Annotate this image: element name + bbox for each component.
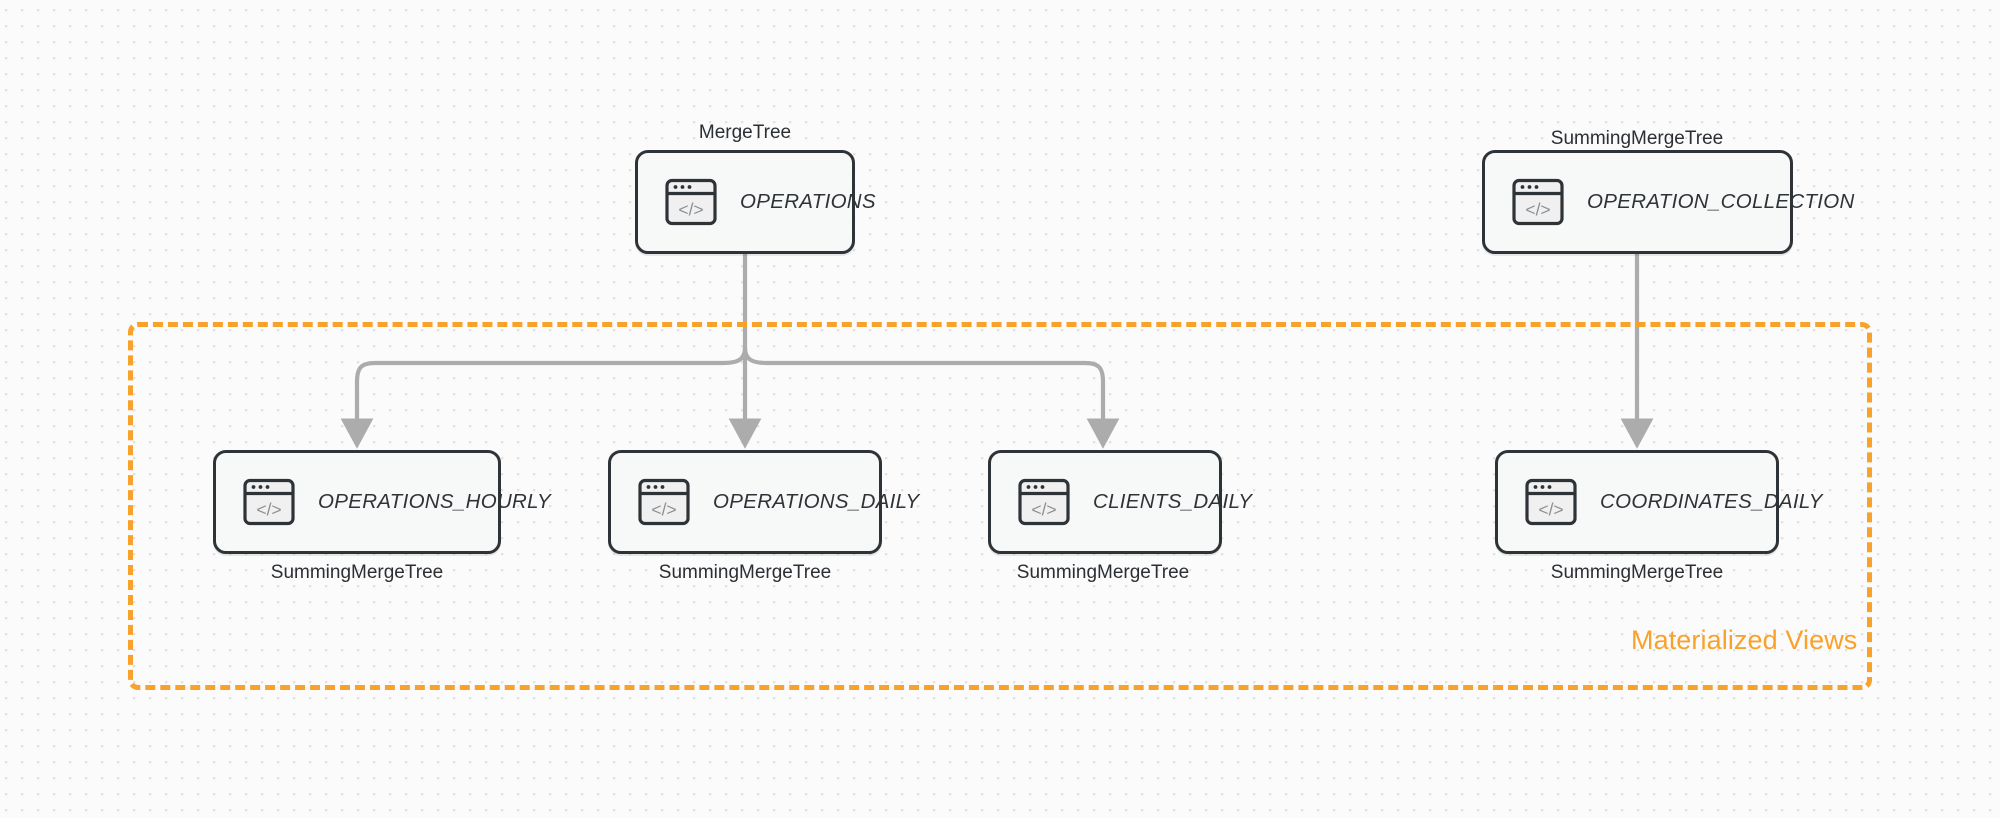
engine-caption-operations-daily: SummingMergeTree [658,562,832,583]
code-window-icon: </> [1018,478,1070,526]
code-window-icon: </> [243,478,295,526]
node-clients-daily[interactable]: </> CLIENTS_DAILY [988,450,1252,554]
node-operations[interactable]: </> OPERATIONS [635,150,876,254]
code-window-icon: </> [1525,478,1577,526]
node-operation-collection-card[interactable]: </> OPERATION_COLLECTION [1482,150,1854,254]
svg-text:</>: </> [256,500,281,520]
node-operations-daily[interactable]: </> OPERATIONS_DAILY [608,450,919,554]
node-operations-label: OPERATIONS [740,190,876,213]
code-window-icon: </> [1512,178,1564,226]
node-clients-daily-card[interactable]: </> CLIENTS_DAILY [988,450,1252,554]
engine-caption-operations: MergeTree [698,122,792,143]
materialized-views-group-label: Materialized Views [1631,625,1858,655]
svg-text:</>: </> [1525,200,1550,220]
node-coordinates-daily-card[interactable]: </> COORDINATES_DAILY [1495,450,1822,554]
engine-caption-clients-daily: SummingMergeTree [1016,562,1190,583]
engine-caption-operations-hourly: SummingMergeTree [270,562,444,583]
node-operations-hourly[interactable]: </> OPERATIONS_HOURLY [213,450,551,554]
svg-text:</>: </> [678,200,703,220]
materialized-views-group [128,322,1872,690]
node-operations-card[interactable]: </> OPERATIONS [635,150,876,254]
node-operations-daily-card[interactable]: </> OPERATIONS_DAILY [608,450,919,554]
node-operation-collection-label: OPERATION_COLLECTION [1587,190,1855,213]
code-window-icon: </> [665,178,717,226]
svg-text:</>: </> [1538,500,1563,520]
node-operations-hourly-card[interactable]: </> OPERATIONS_HOURLY [213,450,551,554]
code-window-icon: </> [638,478,690,526]
node-operations-hourly-label: OPERATIONS_HOURLY [318,490,551,513]
svg-text:</>: </> [651,500,676,520]
node-coordinates-daily-label: COORDINATES_DAILY [1600,490,1823,513]
node-clients-daily-label: CLIENTS_DAILY [1093,490,1253,513]
node-operations-daily-label: OPERATIONS_DAILY [713,490,920,513]
svg-text:</>: </> [1031,500,1056,520]
engine-caption-operation-collection: SummingMergeTree [1550,128,1724,149]
node-coordinates-daily[interactable]: </> COORDINATES_DAILY [1495,450,1822,554]
engine-caption-coordinates-daily: SummingMergeTree [1550,562,1724,583]
node-operation-collection[interactable]: </> OPERATION_COLLECTION [1482,150,1854,254]
